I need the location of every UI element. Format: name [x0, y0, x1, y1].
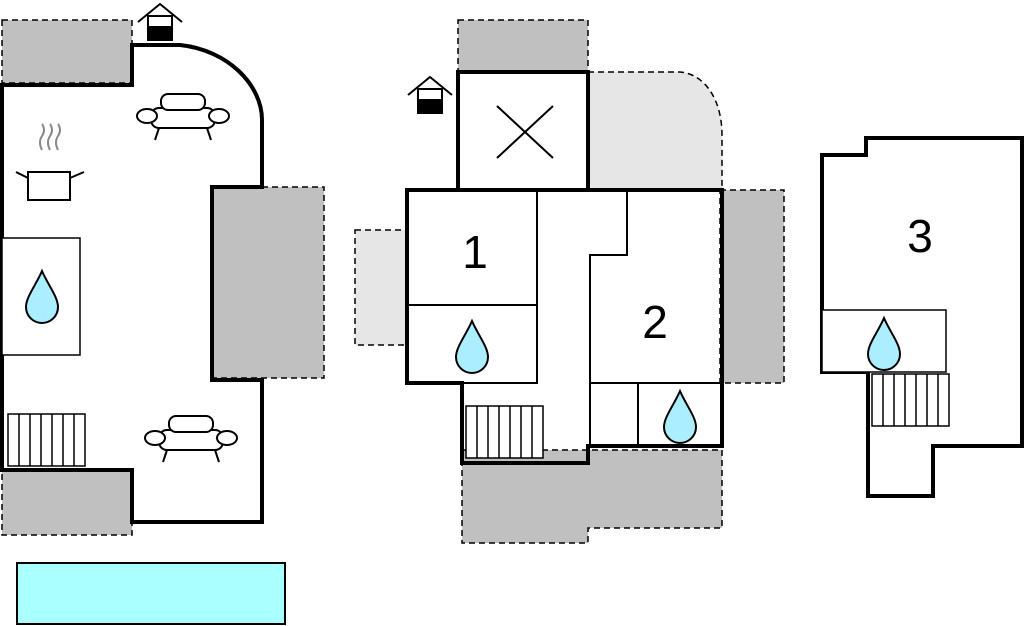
exterior-wall	[0, 43, 264, 524]
stairs-icon	[7, 413, 86, 467]
terrace	[354, 229, 408, 346]
terrace	[719, 189, 785, 384]
house-icon	[407, 76, 453, 114]
terrace	[587, 71, 723, 191]
terrace	[1, 469, 133, 536]
water-drop-icon	[455, 320, 489, 374]
room-label: 2	[642, 296, 668, 348]
cooking-pot-icon	[15, 123, 85, 201]
sofa-icon	[144, 415, 238, 463]
house-icon	[137, 3, 183, 41]
terrace	[457, 19, 589, 73]
cross-icon	[496, 105, 554, 159]
exterior-wall	[405, 188, 724, 465]
water-drop-icon	[663, 390, 697, 444]
pool	[16, 562, 286, 625]
stairs-icon	[465, 405, 544, 459]
building-middle: 1 2	[354, 19, 785, 544]
room-label: 3	[907, 210, 933, 262]
stairs-icon	[871, 373, 950, 427]
building-right: 3	[820, 136, 1024, 498]
interior-walls	[407, 190, 722, 446]
room-label: 1	[462, 226, 488, 278]
sofa-icon	[136, 93, 230, 141]
terrace	[211, 186, 325, 379]
building-left	[0, 3, 325, 536]
terrace	[1, 19, 133, 84]
terrace	[461, 449, 723, 544]
